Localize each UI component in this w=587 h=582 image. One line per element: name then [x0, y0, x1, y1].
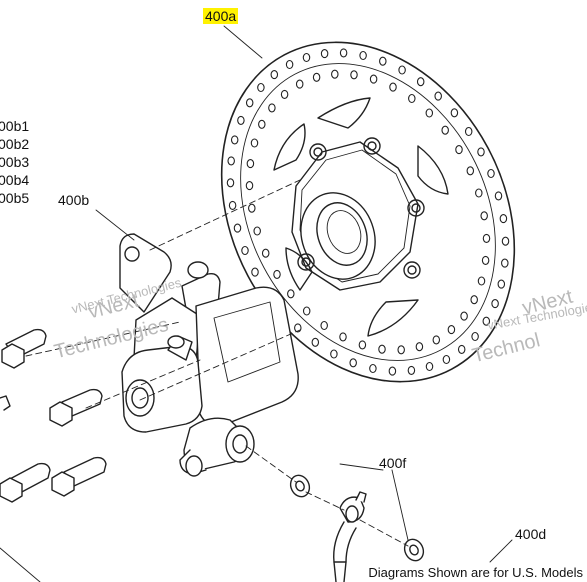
rotor-hole — [273, 269, 281, 279]
callout-400b: 400b — [58, 192, 90, 208]
rotor-hole — [397, 345, 405, 355]
rotor-hole — [389, 82, 397, 92]
rotor-hole — [447, 325, 456, 335]
rotor-hole — [287, 289, 295, 299]
rotor-hole — [369, 74, 378, 84]
rotor-hole — [434, 91, 442, 101]
rotor-hole — [233, 223, 242, 233]
rotor-hole — [460, 311, 468, 321]
rotor-hole — [416, 77, 425, 87]
callout-subpart-3: 00b3 — [0, 154, 30, 170]
rotor-hole — [302, 52, 311, 63]
rotor-hole — [464, 126, 473, 137]
rotor-hole — [369, 363, 377, 374]
rotor-hole — [295, 79, 304, 89]
rotor-hole — [471, 331, 479, 342]
rotor-hole — [388, 366, 397, 376]
rotor-hole — [482, 316, 491, 326]
brake-caliper — [119, 233, 299, 477]
rotor-hole — [470, 295, 478, 305]
rotor-hole — [248, 203, 256, 213]
rotor-hole — [408, 93, 416, 104]
rotor-hole — [227, 156, 235, 166]
rotor-hole — [491, 299, 499, 309]
rotor-hole — [466, 166, 475, 176]
rotor-hole — [268, 103, 276, 113]
rotor-hole — [425, 108, 434, 118]
rotor-hole — [407, 365, 416, 375]
rotor-hole — [241, 245, 249, 256]
rotor-hole — [482, 233, 491, 243]
rotor-hole — [358, 340, 367, 350]
rotor-hole — [311, 337, 320, 347]
rotor-hole — [339, 48, 348, 58]
assembly-lines — [0, 179, 409, 582]
rotor-hole — [285, 59, 294, 70]
rotor-hole — [497, 279, 506, 289]
rotor-hole — [477, 276, 486, 286]
rotor-hole — [487, 168, 495, 179]
rotor-hole — [499, 214, 508, 224]
rotor-hole — [425, 361, 434, 372]
rotor-hole — [251, 267, 259, 277]
callout-400f: 400f — [379, 455, 407, 471]
rotor-hole — [398, 65, 406, 75]
callout-400a: 400a — [203, 8, 239, 24]
rotor-hole — [258, 119, 266, 129]
leader-lines — [95, 25, 513, 563]
rotor-hole — [442, 354, 451, 365]
rotor-hole — [441, 125, 449, 135]
callout-subpart-4: 00b4 — [0, 172, 30, 188]
rotor-hole — [481, 255, 490, 265]
rotor-hole — [312, 72, 321, 82]
callout-subpart-1: 00b1 — [0, 118, 30, 134]
rotor-hole — [501, 258, 509, 268]
washers — [289, 474, 425, 562]
rotor-hole — [250, 138, 259, 148]
rotor-hole — [302, 306, 311, 316]
rotor-hole — [320, 49, 329, 59]
rotor-hole — [331, 69, 339, 79]
rotor-hole — [450, 108, 459, 118]
callout-400d: 400d — [515, 526, 547, 542]
rotor-hole — [501, 236, 510, 246]
rotor-hole — [350, 70, 358, 80]
rotor-hole — [246, 159, 255, 169]
rotor-hole — [378, 344, 386, 354]
rotor-hole — [226, 178, 235, 188]
rotor-hole — [477, 147, 485, 157]
rotor-hole — [245, 98, 254, 108]
rotor-hole — [457, 344, 466, 354]
rotor-hole — [432, 335, 441, 345]
rotor-hole — [480, 211, 488, 221]
rotor-hole — [280, 89, 289, 99]
rotor-hole — [320, 320, 328, 331]
rotor-hole — [245, 181, 254, 191]
brake-hose — [333, 491, 367, 582]
rotor-hole — [415, 342, 424, 352]
rotor-hole — [237, 115, 245, 125]
callout-subpart-5: 00b5 — [0, 190, 30, 206]
rotor-hole — [359, 50, 367, 61]
rotor-hole — [270, 70, 279, 80]
rotor-hole — [339, 332, 347, 342]
rotor-hole — [379, 56, 387, 66]
rotor-hole — [494, 191, 503, 201]
brake-rotor — [220, 41, 516, 383]
footer-note: Diagrams Shown are for U.S. Models — [368, 565, 583, 580]
rotor-hub — [291, 137, 425, 291]
rotor-hole — [261, 248, 270, 258]
rotor-hole — [475, 188, 483, 198]
callout-subpart-2: 00b2 — [0, 136, 30, 152]
rotor-holes — [226, 48, 510, 376]
rotor-hole — [253, 226, 261, 236]
mounting-bolts — [0, 328, 107, 503]
rotor-hole — [230, 135, 239, 145]
rotor-hole — [349, 358, 357, 368]
rotor-hole — [228, 200, 237, 210]
rotor-hole — [455, 145, 463, 155]
rotor-hole — [257, 82, 265, 93]
rotor-hole — [330, 349, 338, 359]
